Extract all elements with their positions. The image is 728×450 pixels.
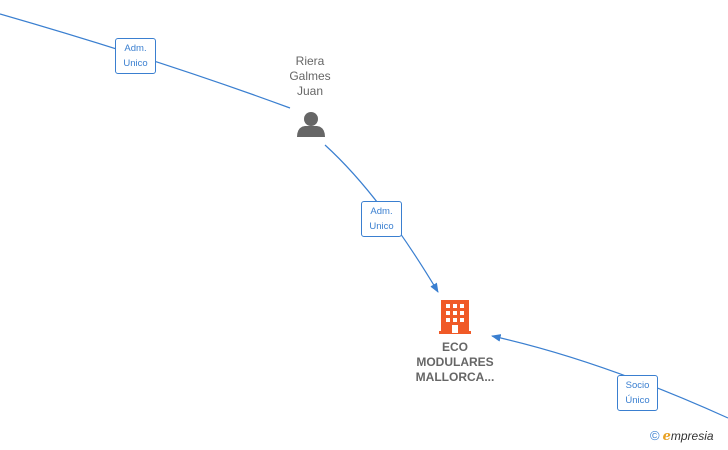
- copyright-symbol: ©: [650, 428, 660, 443]
- person-name-label[interactable]: Riera Galmes Juan: [289, 54, 331, 98]
- edge-label-top[interactable]: Adm. Unico: [115, 38, 156, 74]
- person-icon[interactable]: [297, 112, 325, 137]
- edge-label-right[interactable]: Socio Único: [617, 375, 658, 411]
- edge-line-right: [491, 334, 728, 419]
- brand-initial: e: [662, 429, 671, 444]
- brand-name: mpresia: [670, 429, 714, 443]
- company-name-label[interactable]: ECO MODULARES MALLORCA...: [415, 340, 495, 384]
- brand-logo: ©empresia: [650, 428, 714, 444]
- building-icon[interactable]: [439, 300, 471, 334]
- edge-label-person-company[interactable]: Adm. Unico: [361, 201, 402, 237]
